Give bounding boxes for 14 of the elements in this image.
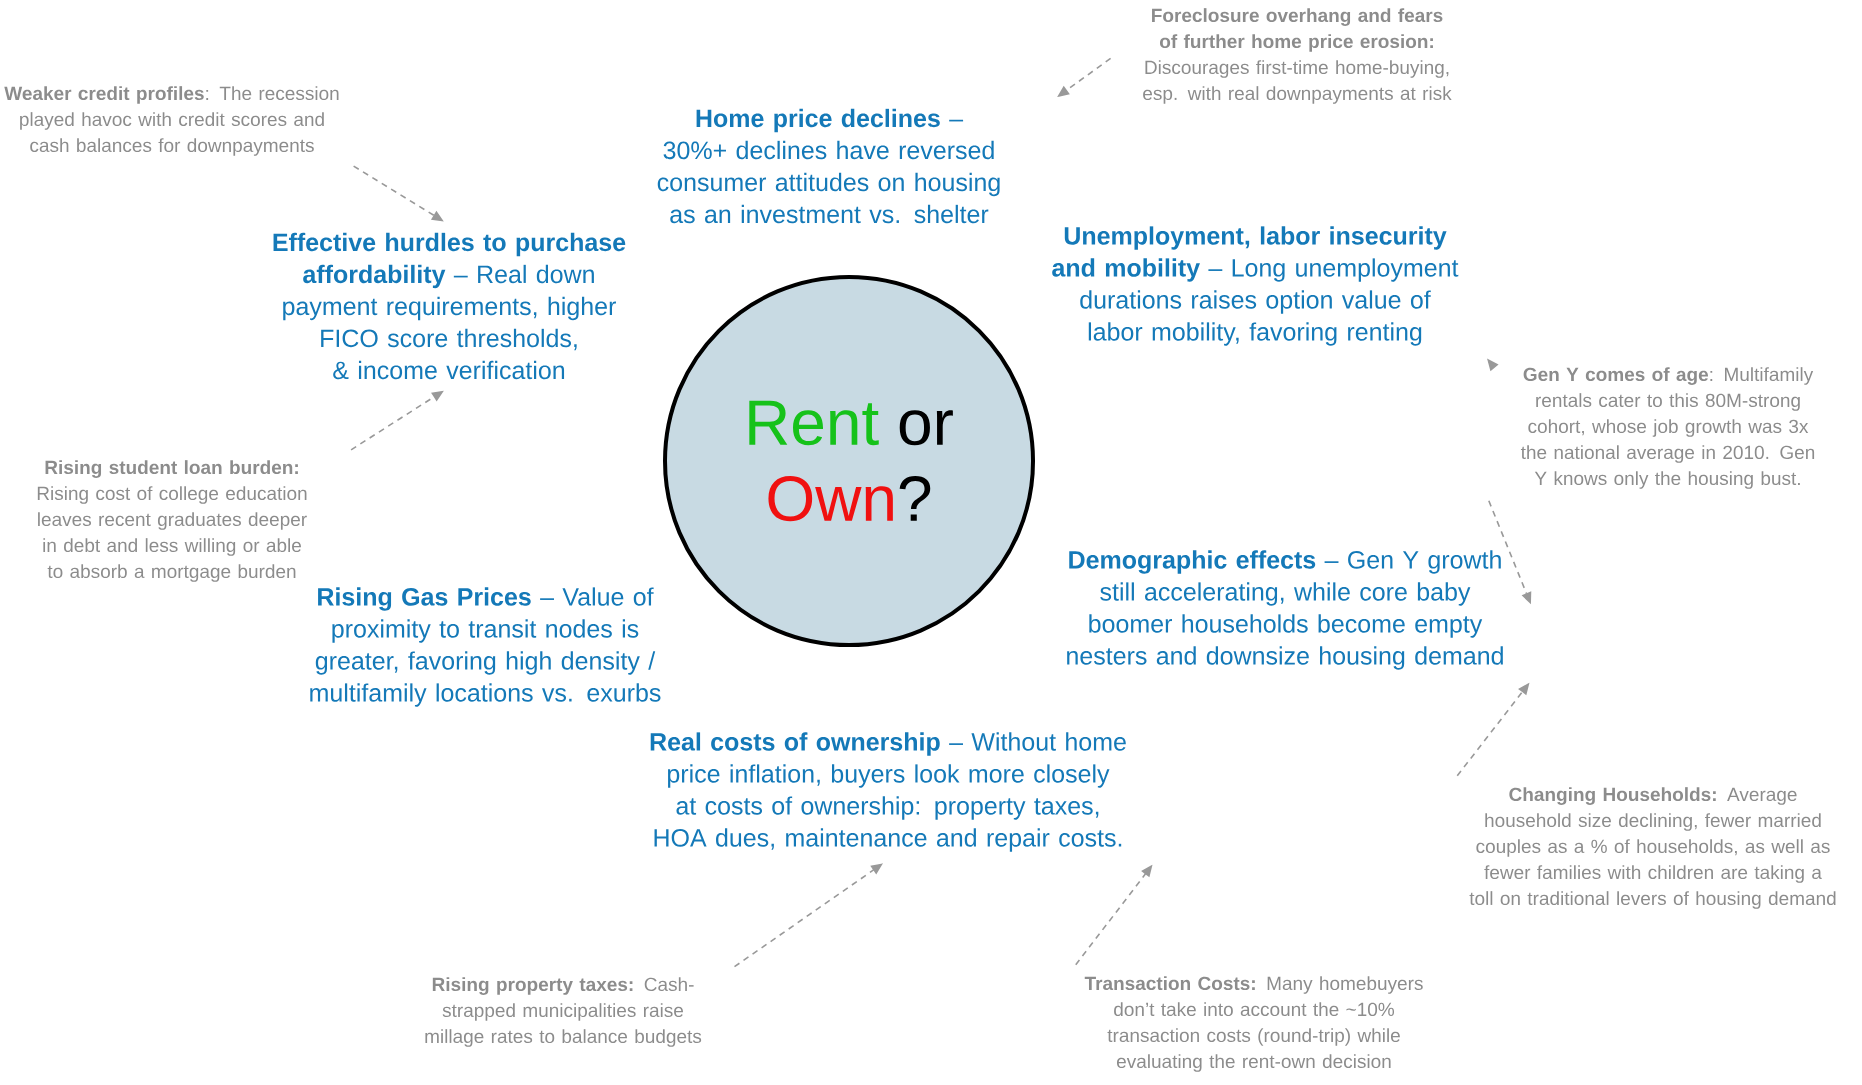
note-text: Weaker credit profiles: The recession played havoc with credit scores and cash balances for downpayments	[4, 86, 339, 156]
note-text: Rising property taxes: Cash-strapped municipalities raise millage rates to balance budgets	[425, 977, 702, 1047]
factor-text: Effective hurdles to purchase affordability – Real down payment requirements, higher FICO score thresholds, & income verification	[273, 232, 626, 380]
factor-text: Unemployment, labor insecurity and mobility – Long unemployment durations raises option value of labor mobility, favoring renting	[1052, 226, 1459, 346]
factor-text: Real costs of ownership – Without home price inflation, buyers look more closely at costs of ownership: property taxes, HOA dues, maintenance and repair costs.	[650, 732, 1126, 852]
note-text: Transaction Costs: Many homebuyers don’t take into account the ~10% transaction costs (round-trip) while evaluating the rent-own decision	[1084, 976, 1423, 1072]
note-text: Gen Y comes of age: Multifamily rentals cater to this 80M-strong cohort, whose job growth was 3x the national average in 2010. Gen Y knows only the housing bust.	[1520, 367, 1815, 489]
note-text: Rising student loan burden: Rising cost of college education leaves recent graduates deeper in debt and less willing or able to absorb a mortgage burden	[37, 460, 307, 582]
factor-text: Home price declines – 30%+ declines have reversed consumer attitudes on housing as an investment vs. shelter	[657, 108, 1000, 224]
factor-text: Demographic effects – Gen Y growth still accelerating, while core baby boomer households become empty nesters and downsize housing demand	[1067, 550, 1503, 670]
note-text: Changing Households: Average household size declining, fewer married couples as a % of households, as well as fewer families with children are taking a toll on traditional levers of housing demand	[1469, 787, 1836, 909]
dashed-arrow	[733, 863, 883, 968]
factor-text: Rising Gas Prices – Value of proximity to transit nodes is greater, favoring high density / multifamily locations vs. exurbs	[310, 587, 661, 707]
note-text: Foreclosure overhang and fears of further home price erosion: Discourages first-time home-buying, esp. with real downpayments at risk	[1143, 8, 1452, 104]
